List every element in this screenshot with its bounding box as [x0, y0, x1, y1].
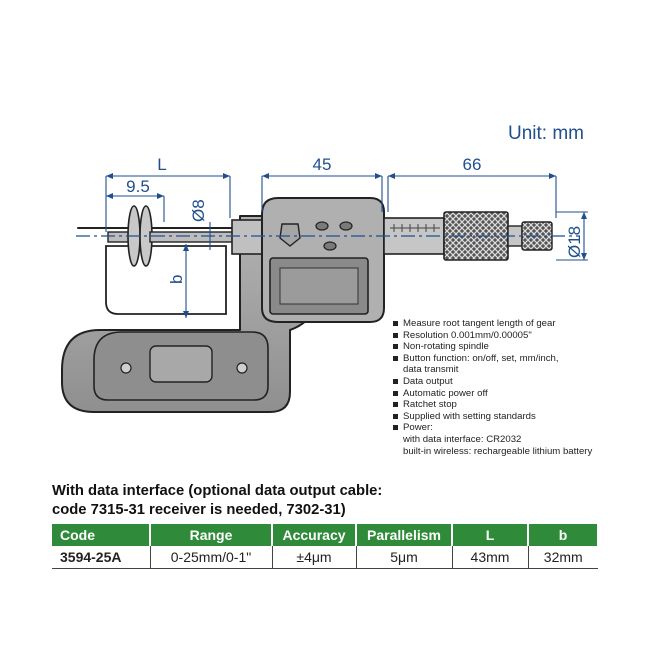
dimension-dia-18: Ø18 — [565, 226, 584, 258]
dimension-66: 66 — [463, 155, 482, 174]
cell-code: 3594-25A — [52, 546, 151, 569]
table-caption: With data interface (optional data outpu… — [52, 482, 382, 520]
plate-recess — [149, 345, 213, 383]
frame-cutout — [105, 245, 227, 315]
spec-table: Code Range Accuracy Parallelism L b 3594… — [52, 524, 599, 569]
cell-range: 0-25mm/0-1" — [150, 546, 273, 569]
anvil-shaft — [107, 231, 131, 243]
header-parallelism: Parallelism — [356, 524, 453, 546]
table-header-row: Code Range Accuracy Parallelism L b — [52, 524, 599, 546]
feature-item: Ratchet stop — [393, 399, 592, 411]
dimension-9-5: 9.5 — [126, 177, 150, 196]
unit-label: Unit: mm — [508, 123, 584, 144]
dimension-b: b — [167, 275, 186, 284]
caption-line-2: code 7315-31 receiver is needed, 7302-31… — [52, 502, 346, 518]
plate-screw-left — [120, 362, 132, 374]
button-2 — [339, 221, 353, 231]
caption-line-1: With data interface (optional data outpu… — [52, 483, 383, 499]
micrometer-drawing: L 9.5 45 66 Ø8 Ø18 b — [61, 155, 588, 413]
dimension-lines — [105, 175, 588, 318]
barrel-scale — [390, 224, 440, 232]
header-b: b — [528, 524, 599, 546]
button-1 — [315, 221, 329, 231]
dimension-L: L — [157, 155, 166, 174]
header-code: Code — [52, 524, 151, 546]
button-3 — [323, 241, 337, 251]
dimension-arrows — [106, 173, 587, 318]
feature-item: Supplied with setting standards — [393, 411, 592, 423]
cell-parallelism: 5μm — [356, 546, 453, 569]
header-accuracy: Accuracy — [272, 524, 357, 546]
lcd-inner — [279, 267, 359, 305]
feature-item: Data output — [393, 376, 592, 388]
feature-item: Button function: on/off, set, mm/inch, — [393, 353, 592, 365]
cell-accuracy: ±4μm — [272, 546, 357, 569]
spindle-sleeve — [231, 219, 263, 255]
feature-item: Measure root tangent length of gear — [393, 318, 592, 330]
feature-item-continuation: built-in wireless: rechargeable lithium … — [403, 445, 593, 457]
header-L: L — [452, 524, 529, 546]
feature-list: Measure root tangent length of gear Reso… — [393, 318, 592, 457]
spindle-shaft — [149, 231, 241, 243]
cell-b: 32mm — [528, 546, 598, 569]
feature-item: Automatic power off — [393, 388, 592, 400]
feature-item: Power: — [393, 422, 592, 434]
cell-L: 43mm — [452, 546, 529, 569]
plate-screw-right — [236, 362, 248, 374]
feature-item-continuation: data transmit — [403, 364, 459, 376]
feature-item: Resolution 0.001mm/0.00005" — [393, 330, 592, 342]
header-range: Range — [150, 524, 273, 546]
dimension-dia-8: Ø8 — [189, 199, 208, 222]
table-row: 3594-25A 0-25mm/0-1" ±4μm 5μm 43mm 32mm — [52, 546, 598, 569]
feature-item-continuation: with data interface: CR2032 — [403, 433, 522, 445]
dimension-45: 45 — [313, 155, 332, 174]
feature-item: Non-rotating spindle — [393, 341, 592, 353]
